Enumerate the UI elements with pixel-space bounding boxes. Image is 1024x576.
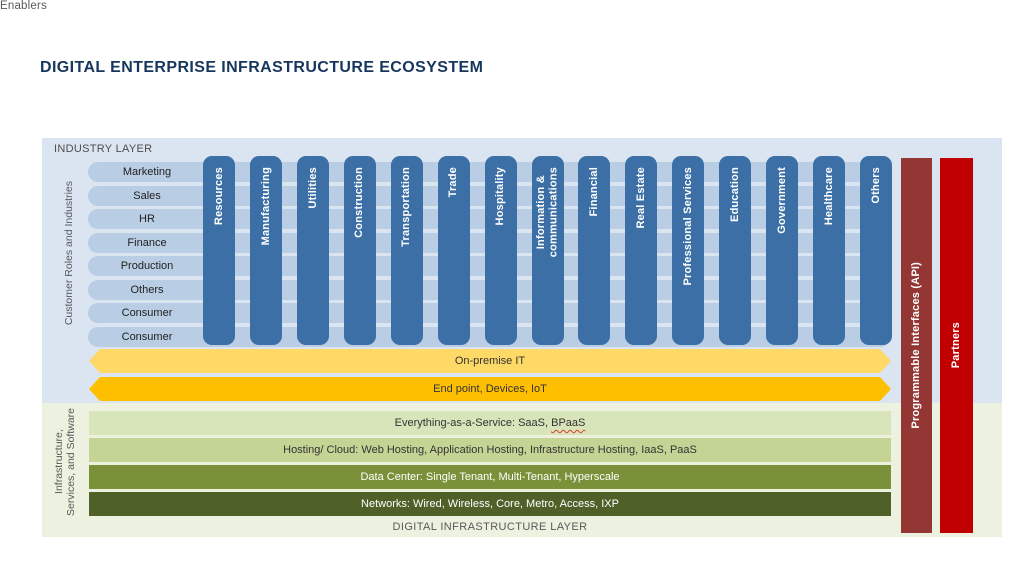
industry-column: Professional Services bbox=[672, 156, 705, 345]
industry-column: Construction bbox=[343, 156, 376, 345]
role-row-label: Marketing bbox=[122, 166, 172, 178]
industry-column: Trade bbox=[437, 156, 470, 345]
industry-column-label: Education bbox=[728, 167, 741, 222]
industry-column-label: Transportation bbox=[400, 167, 413, 247]
industry-column: Transportation bbox=[390, 156, 423, 345]
service-bar-squiggle-text: BPaaS bbox=[551, 417, 586, 429]
industry-column-label: Government bbox=[775, 167, 788, 234]
role-row-label: Others bbox=[130, 283, 164, 296]
enablers-label: Enablers bbox=[0, 0, 47, 12]
industry-column-label: Information & communications bbox=[534, 167, 560, 258]
endpoint-devices-iot-bar-label: End point, Devices, IoT bbox=[433, 383, 547, 395]
enabler-bar-label: Programmable Interfaces (API) bbox=[910, 262, 923, 429]
industry-column-label: Professional Services bbox=[681, 167, 694, 286]
role-row-label: Production bbox=[120, 260, 174, 273]
industry-column-label: Construction bbox=[353, 167, 366, 238]
industry-column: Government bbox=[766, 156, 799, 345]
industry-column-label: Real Estate bbox=[635, 167, 648, 229]
industry-layer-label: INDUSTRY LAYER bbox=[54, 143, 153, 155]
role-row-label: Sales bbox=[133, 189, 161, 202]
industry-column-label: Trade bbox=[447, 167, 460, 198]
on-premise-it-bar: On-premise IT bbox=[89, 349, 891, 373]
industry-column: Manufacturing bbox=[249, 156, 282, 345]
role-row-label: Consumer bbox=[121, 331, 173, 343]
service-bar: Data Center: Single Tenant, Multi-Tenant… bbox=[89, 465, 891, 489]
industry-column-label: Manufacturing bbox=[259, 167, 272, 246]
service-bar-label: Everything-as-a-Service: SaaS, BPaaS bbox=[394, 417, 586, 429]
industry-column: Financial bbox=[578, 156, 611, 345]
industry-column-label: Hospitality bbox=[494, 167, 507, 226]
customer-roles-side-label: Customer Roles and Industries bbox=[56, 162, 82, 344]
endpoint-devices-iot-bar: End point, Devices, IoT bbox=[89, 377, 891, 401]
industry-column-label: Resources bbox=[212, 167, 225, 226]
enabler-bar: Partners bbox=[940, 158, 973, 533]
digital-infrastructure-layer-label: DIGITAL INFRASTRUCTURE LAYER bbox=[392, 521, 588, 533]
service-bar: Hosting/ Cloud: Web Hosting, Application… bbox=[89, 438, 891, 462]
service-bar: Networks: Wired, Wireless, Core, Metro, … bbox=[89, 492, 891, 516]
industry-column: Information & communications bbox=[531, 156, 564, 345]
industry-column: Healthcare bbox=[813, 156, 846, 345]
enabler-bar: Programmable Interfaces (API) bbox=[901, 158, 932, 533]
infrastructure-side-label-text: Infrastructure, Services, and Software bbox=[52, 408, 77, 516]
on-premise-it-bar-label: On-premise IT bbox=[454, 355, 526, 367]
page-title: DIGITAL ENTERPRISE INFRASTRUCTURE ECOSYS… bbox=[40, 59, 484, 76]
industry-column-label: Healthcare bbox=[822, 167, 835, 226]
service-bar-label: Data Center: Single Tenant, Multi-Tenant… bbox=[360, 471, 620, 483]
infrastructure-side-label: Infrastructure, Services, and Software bbox=[46, 406, 84, 518]
industry-column: Education bbox=[719, 156, 752, 345]
industry-column-label: Financial bbox=[588, 167, 601, 217]
customer-roles-side-label-text: Customer Roles and Industries bbox=[62, 180, 75, 326]
industry-column: Resources bbox=[203, 156, 235, 345]
industry-column: Others bbox=[860, 156, 892, 345]
industry-column: Utilities bbox=[296, 156, 329, 345]
industry-column-label: Others bbox=[869, 167, 882, 204]
industry-column: Real Estate bbox=[625, 156, 658, 345]
service-bar-label: Hosting/ Cloud: Web Hosting, Application… bbox=[283, 444, 697, 456]
service-bar: Everything-as-a-Service: SaaS, BPaaS bbox=[89, 411, 891, 435]
service-bar-label: Networks: Wired, Wireless, Core, Metro, … bbox=[361, 498, 619, 510]
role-row-label: Consumer bbox=[121, 307, 173, 320]
enabler-bar-label: Partners bbox=[950, 322, 963, 369]
industry-column-label: Utilities bbox=[306, 167, 319, 209]
role-row-label: HR bbox=[139, 213, 155, 226]
role-row-label: Finance bbox=[127, 236, 167, 249]
industry-column: Hospitality bbox=[484, 156, 517, 345]
